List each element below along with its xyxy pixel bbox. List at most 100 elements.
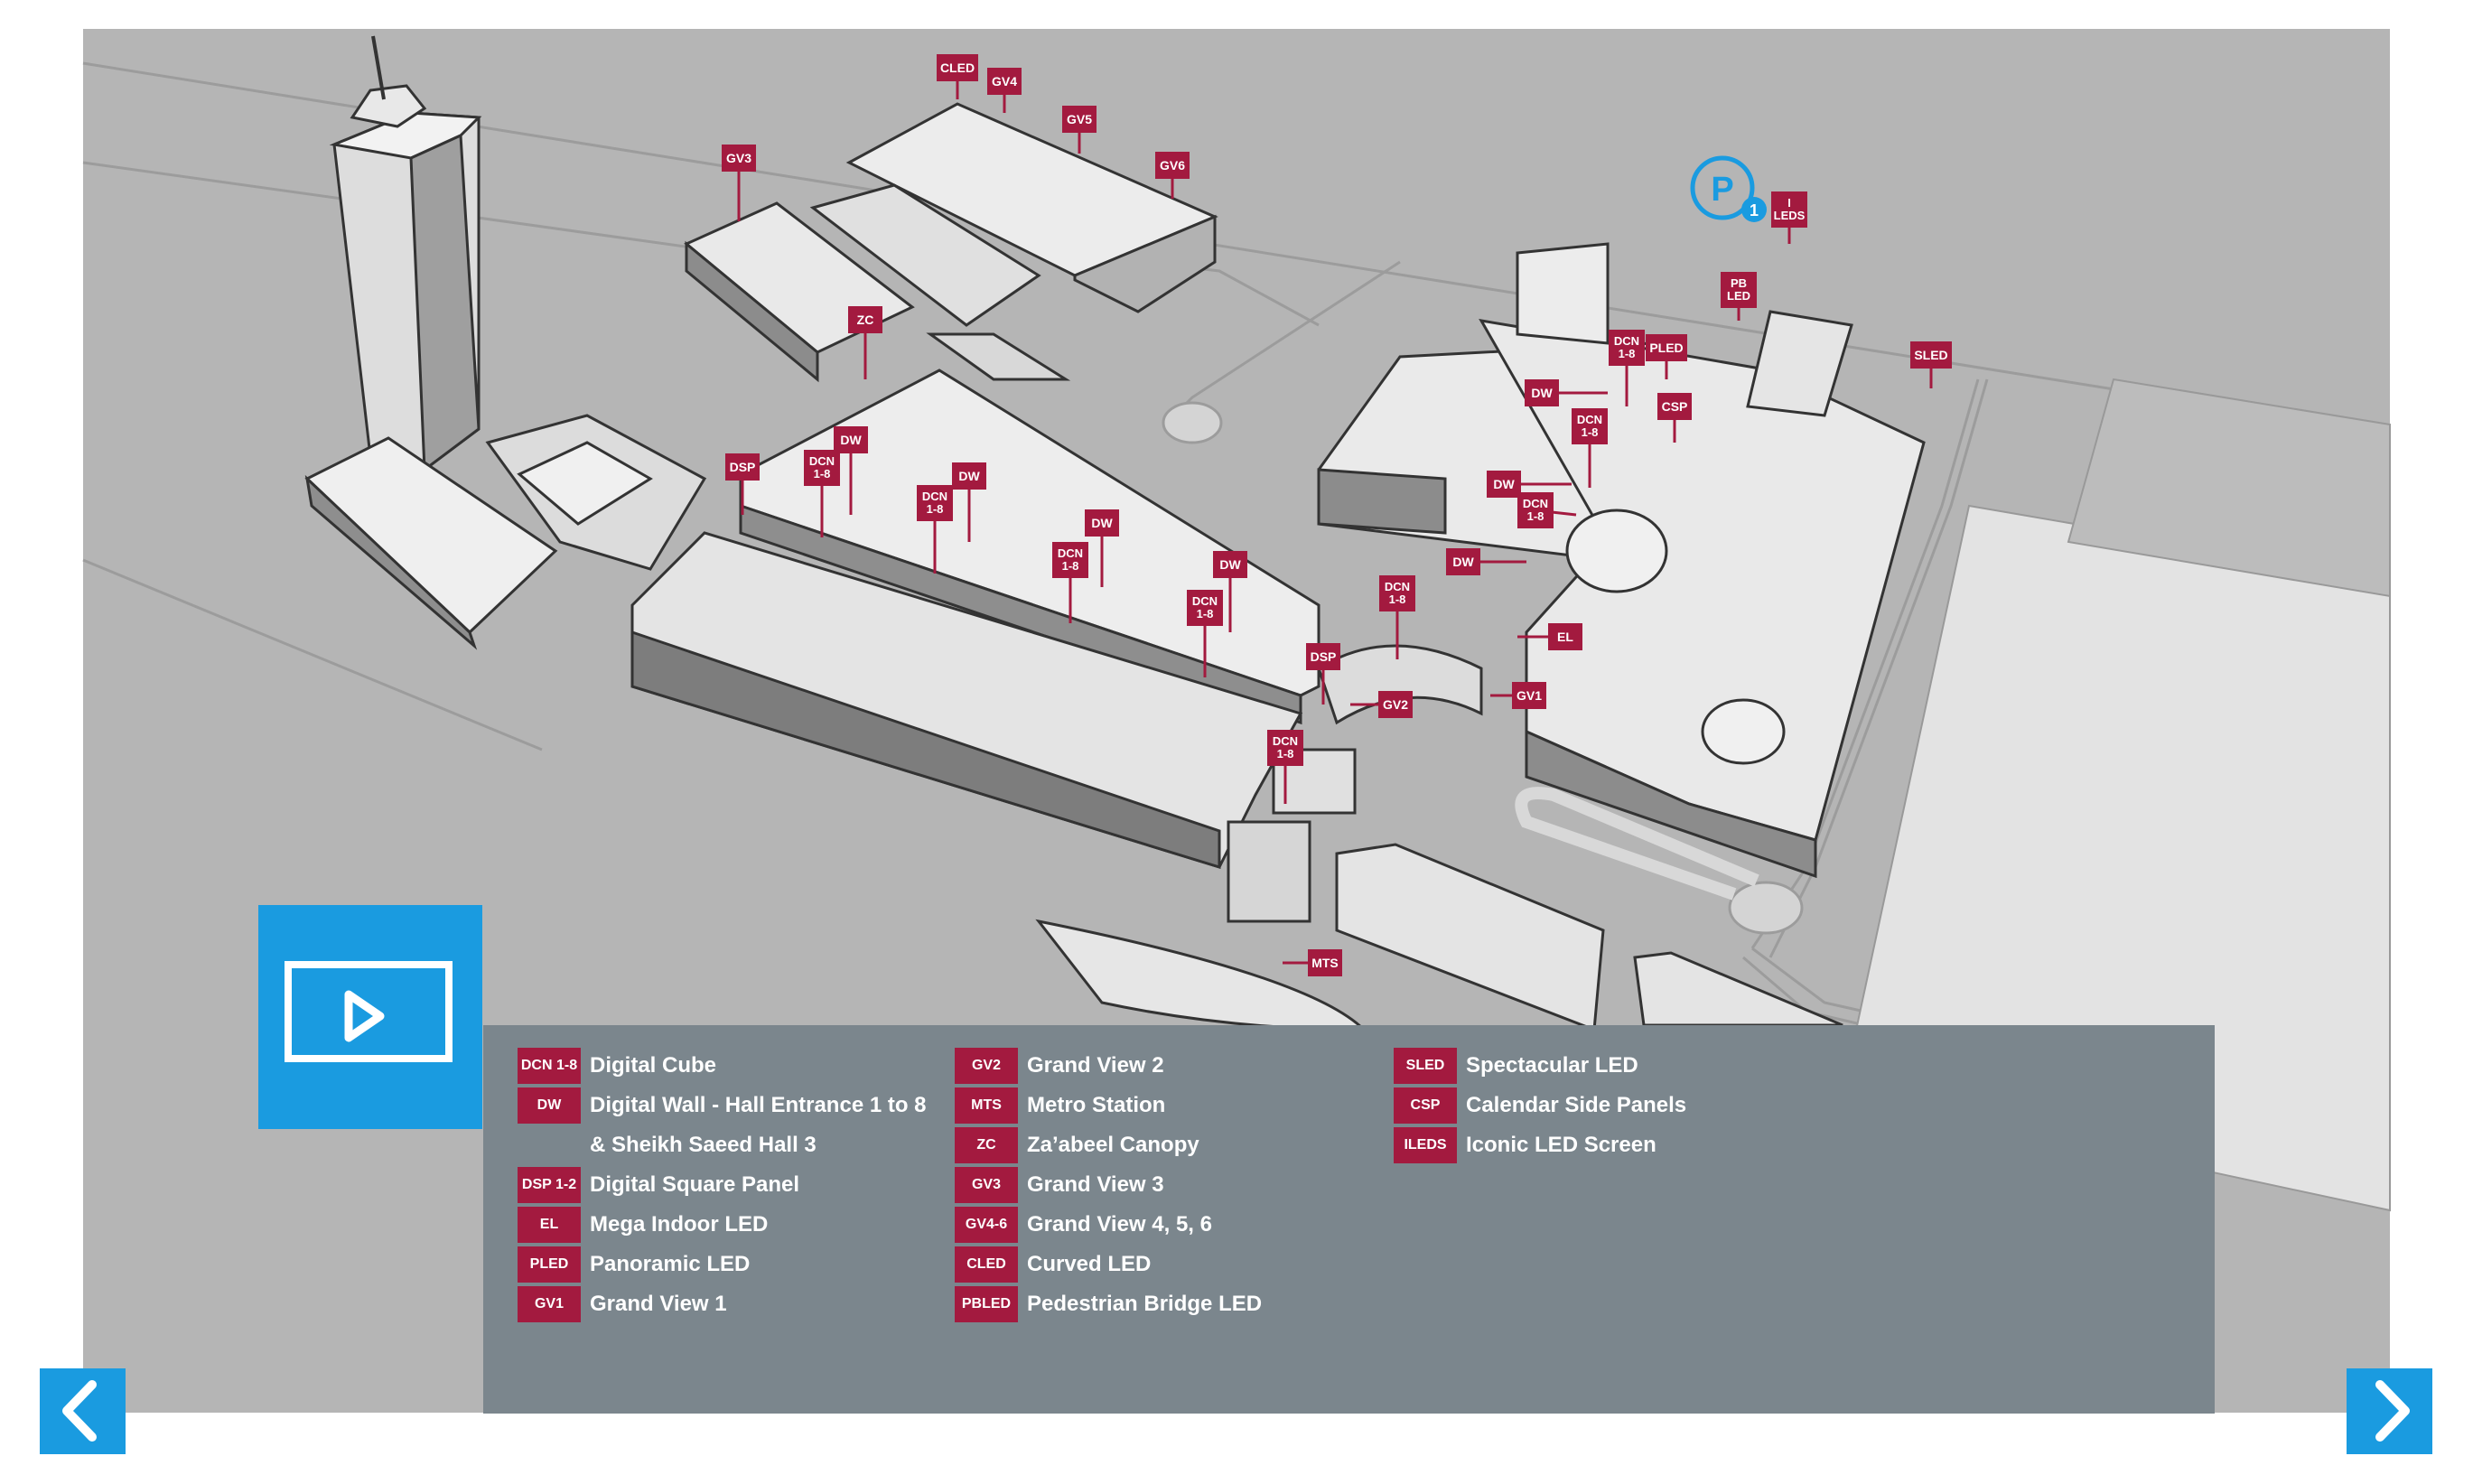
map-marker[interactable]: DW bbox=[834, 426, 868, 515]
map-marker[interactable]: GV3 bbox=[722, 145, 756, 221]
svg-text:P: P bbox=[1711, 171, 1733, 209]
map-marker[interactable]: EL bbox=[1517, 623, 1582, 650]
marker-box bbox=[1052, 542, 1088, 578]
next-button[interactable] bbox=[2347, 1368, 2432, 1454]
previous-button[interactable] bbox=[40, 1368, 126, 1454]
map-marker[interactable]: DW bbox=[1525, 379, 1608, 406]
marker-box bbox=[1910, 341, 1952, 369]
map-marker[interactable]: ZC bbox=[848, 306, 882, 379]
map-marker[interactable]: DSP bbox=[725, 453, 760, 515]
legend-text: Spectacular LED bbox=[1466, 1053, 1638, 1078]
marker-label: DW bbox=[1493, 477, 1515, 491]
legend-code-badge: MTS bbox=[955, 1087, 1018, 1124]
map-marker[interactable]: DW bbox=[1446, 548, 1526, 575]
marker-label: EL bbox=[1557, 630, 1573, 644]
marker-box bbox=[1609, 330, 1645, 366]
map-marker[interactable]: DW bbox=[952, 462, 986, 542]
marker-box bbox=[987, 68, 1022, 95]
building bbox=[1335, 843, 1605, 1032]
marker-box bbox=[1085, 509, 1119, 537]
legend-text: Grand View 2 bbox=[1027, 1053, 1164, 1078]
marker-box bbox=[1306, 643, 1340, 670]
marker-box bbox=[1657, 393, 1692, 420]
map-marker[interactable]: DW bbox=[1487, 471, 1572, 498]
svg-text:1: 1 bbox=[1750, 201, 1759, 219]
legend-text: Mega Indoor LED bbox=[590, 1212, 769, 1237]
marker-label: DW bbox=[1219, 557, 1241, 572]
chevron-left-icon bbox=[62, 1380, 97, 1442]
map-marker[interactable]: GV1 bbox=[1490, 682, 1546, 709]
marker-box bbox=[1487, 471, 1521, 498]
marker-box bbox=[1771, 191, 1807, 228]
marker-label: GV1 bbox=[1516, 688, 1542, 703]
marker-label: SLED bbox=[1914, 348, 1947, 362]
map-marker[interactable]: GV2 bbox=[1350, 691, 1413, 718]
marker-box bbox=[722, 145, 756, 172]
marker-box bbox=[1525, 379, 1559, 406]
east-complex bbox=[1317, 242, 1926, 879]
map-marker[interactable]: MTS bbox=[1283, 949, 1342, 976]
map-marker[interactable]: SLED bbox=[1910, 341, 1952, 388]
legend-text: Digital Cube bbox=[590, 1053, 717, 1078]
legend-code-badge: EL bbox=[518, 1207, 581, 1243]
legend-text: Metro Station bbox=[1027, 1093, 1166, 1117]
marker-box bbox=[1721, 272, 1757, 308]
map-marker[interactable]: DW bbox=[1085, 509, 1119, 587]
marker-box bbox=[804, 450, 840, 486]
map-marker[interactable]: GV4 bbox=[987, 68, 1022, 113]
map-marker[interactable]: CSP bbox=[1657, 393, 1692, 443]
marker-label: GV6 bbox=[1160, 158, 1185, 173]
building bbox=[304, 474, 478, 650]
marker-box bbox=[917, 485, 953, 521]
loop-road bbox=[1515, 787, 1759, 901]
play-video-button[interactable] bbox=[258, 905, 482, 1129]
legend-code-badge: DCN 1-8 bbox=[518, 1048, 581, 1084]
marker-box bbox=[1213, 551, 1247, 578]
legend-code-badge: ZC bbox=[955, 1127, 1018, 1163]
parking-icon[interactable]: P 1 bbox=[1690, 155, 1767, 222]
legend-text: Grand View 4, 5, 6 bbox=[1027, 1212, 1212, 1237]
marker-label: CLED bbox=[940, 61, 975, 75]
marker-label: DSP bbox=[1311, 649, 1337, 664]
legend-code-badge: PLED bbox=[518, 1246, 581, 1283]
legend-text: Curved LED bbox=[1027, 1252, 1152, 1276]
map-marker[interactable]: GV5 bbox=[1062, 106, 1097, 154]
legend-text: Panoramic LED bbox=[590, 1252, 751, 1276]
legend-code-badge: SLED bbox=[1394, 1048, 1457, 1084]
marker-label: DW bbox=[1091, 516, 1113, 530]
video-frame bbox=[285, 961, 453, 1062]
legend-text: Digital Square Panel bbox=[590, 1172, 800, 1197]
marker-label: CSP bbox=[1662, 399, 1688, 414]
map-marker[interactable]: DW bbox=[1213, 551, 1247, 632]
marker-box bbox=[725, 453, 760, 481]
play-video-icon bbox=[344, 990, 385, 1042]
legend-text: Iconic LED Screen bbox=[1466, 1133, 1656, 1157]
marker-label: ZC bbox=[857, 313, 874, 327]
marker-box bbox=[848, 306, 882, 333]
map-marker[interactable]: DSP bbox=[1306, 643, 1340, 705]
marker-box bbox=[1517, 492, 1554, 528]
chevron-right-icon bbox=[2375, 1380, 2410, 1442]
map-marker[interactable]: GV6 bbox=[1155, 152, 1190, 199]
marker-label: DW bbox=[958, 469, 980, 483]
map-marker[interactable]: PLED bbox=[1646, 334, 1687, 379]
map-marker[interactable]: CLED bbox=[937, 54, 978, 99]
